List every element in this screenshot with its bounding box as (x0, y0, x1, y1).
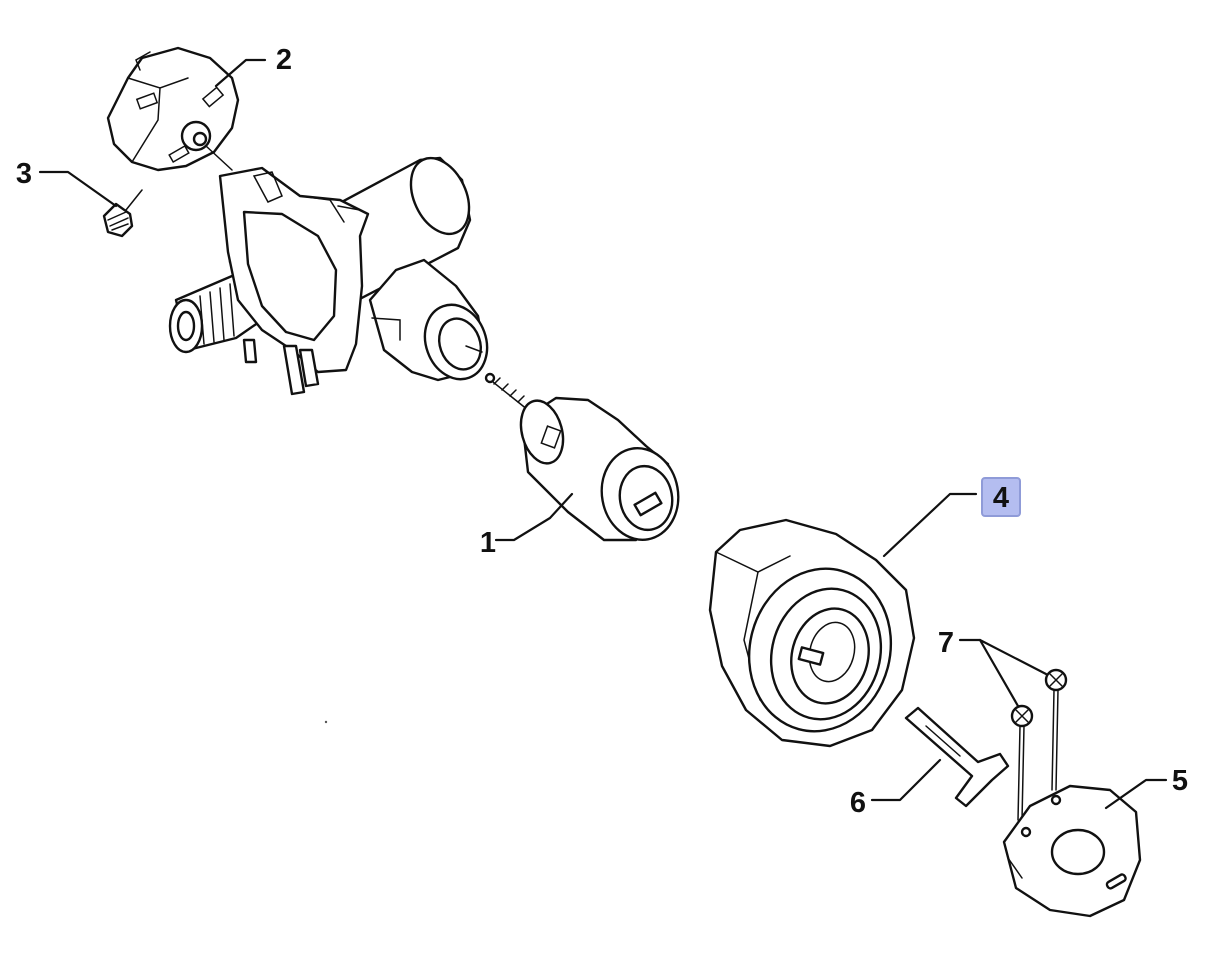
part-small-plug[interactable] (102, 189, 143, 238)
part-steering-lock-housing[interactable] (168, 149, 549, 427)
callout-4-highlight (981, 477, 1021, 517)
part-lock-cylinder[interactable] (514, 396, 685, 546)
callout-6[interactable]: 6 (850, 787, 866, 819)
callout-5[interactable]: 5 (1172, 765, 1188, 797)
leader-lines (38, 58, 1168, 810)
part-screws[interactable] (1010, 668, 1068, 821)
callout-1[interactable]: 1 (480, 527, 496, 559)
part-cover-plate[interactable] (1002, 784, 1142, 918)
part-trim-bezel[interactable] (708, 518, 916, 748)
callout-2[interactable]: 2 (276, 44, 292, 76)
stray-dot (324, 720, 328, 724)
callout-4[interactable]: 4 (993, 482, 1009, 514)
callout-7[interactable]: 7 (938, 627, 954, 659)
callout-labels: 1 2 3 4 5 6 7 (16, 44, 1188, 819)
part-bracket-strip[interactable] (904, 706, 1010, 808)
callout-3[interactable]: 3 (16, 158, 32, 190)
part-switch-module[interactable] (106, 46, 240, 172)
